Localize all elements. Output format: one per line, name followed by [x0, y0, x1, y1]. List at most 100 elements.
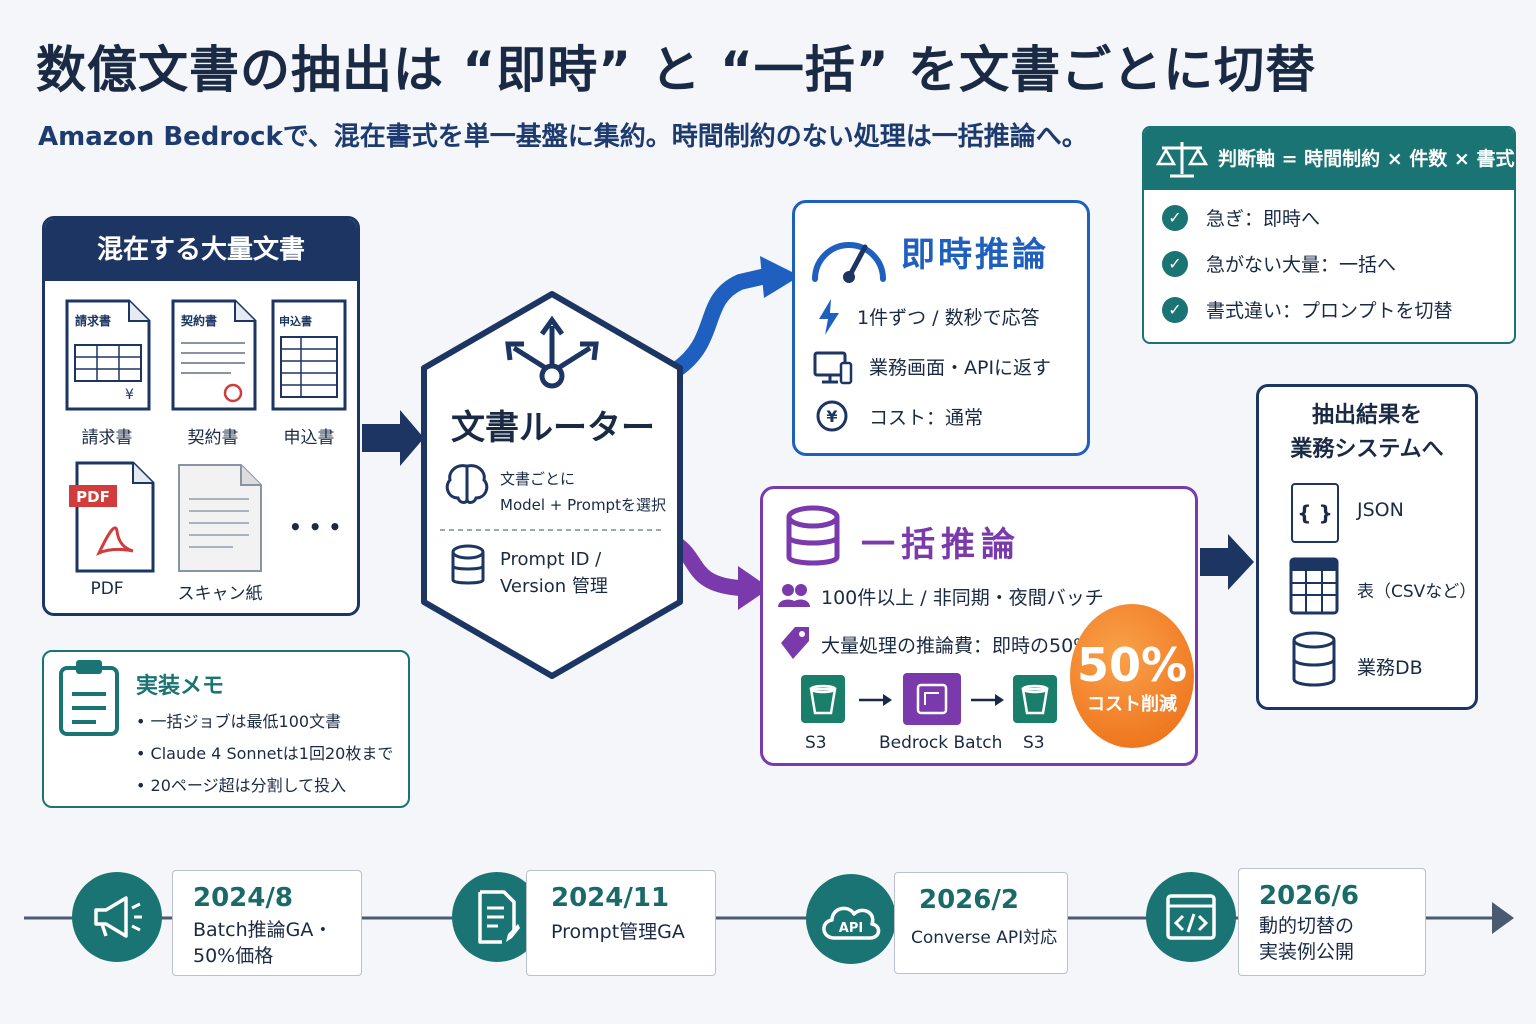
realtime-title: 即時推論: [901, 235, 1049, 275]
batch-row-cost: 大量処理の推論費：即時の50%: [821, 635, 1092, 657]
decision-item-text: 急ぎ：即時へ: [1206, 208, 1321, 230]
page-title: 数億文書の抽出は “即時” と “一括” を文書ごとに切替: [36, 41, 1317, 99]
flow-s3-destination-label: S3: [1023, 733, 1045, 753]
timeline-date: 2026/2: [919, 885, 1019, 915]
svg-text:¥: ¥: [125, 387, 134, 403]
extraction-results-panel: 抽出結果を 業務システムへ { } JSON 表（CSVなど） 業務DB: [1256, 384, 1478, 710]
mixed-documents-panel: 混在する大量文書 請求書 ¥ 請求書 契約書 契約書 申込書 申込書: [42, 216, 360, 616]
pdf-icon-label: PDF: [76, 488, 110, 506]
timeline-date: 2024/8: [193, 883, 293, 913]
table-icon: [1289, 557, 1339, 615]
timeline-text: Converse API対応: [911, 923, 1057, 948]
flow-bedrock-batch-label: Bedrock Batch: [879, 733, 1003, 753]
balance-scale-icon: [1156, 142, 1208, 178]
clipboard-icon: [59, 660, 119, 736]
s3-bucket-icon-source: [801, 675, 845, 723]
contract-icon: 契約書: [171, 299, 257, 411]
cost-reduction-text: コスト削減: [1087, 694, 1177, 715]
results-title: 抽出結果を 業務システムへ: [1259, 399, 1475, 467]
api-cloud-icon: API: [822, 906, 881, 940]
router-title: 文書ルーター: [451, 408, 655, 448]
scanned-paper-icon: [178, 464, 262, 572]
scanned-paper-label: スキャン紙: [177, 584, 263, 604]
timeline-arrowhead: [1492, 902, 1514, 934]
router-model-prompt-text: 文書ごとに Model + Promptを選択: [500, 466, 666, 518]
note-item-text: 一括ジョブは最低100文書: [150, 712, 342, 731]
results-title-line2: 業務システムへ: [1290, 437, 1444, 462]
timeline-text: Batch推論GA・ 50%価格: [193, 917, 332, 969]
decision-item-format: ✓ 書式違い：プロンプトを切替: [1162, 296, 1452, 323]
users-icon: [778, 584, 810, 607]
timeline-event-3: 2026/2 Converse API対応: [894, 872, 1068, 974]
note-item-text: 20ページ超は分割して投入: [150, 776, 347, 795]
megaphone-icon: [94, 896, 142, 938]
router-line2b: Version 管理: [500, 576, 608, 597]
brain-icon: [445, 464, 489, 504]
timeline-text: 動的切替の 実装例公開: [1259, 913, 1354, 965]
implementation-note-panel: 実装メモ • 一括ジョブは最低100文書 • Claude 4 Sonnetは1…: [42, 650, 410, 808]
invoice-icon-label: 請求書: [75, 313, 111, 328]
application-form-icon-label: 申込書: [279, 314, 312, 328]
page-subtitle: Amazon Bedrockで、混在書式を単一基盤に集約。時間制約のない処理は一…: [38, 122, 1088, 152]
router-line1a: 文書ごとに: [500, 470, 576, 488]
mixed-documents-header: 混在する大量文書: [45, 219, 357, 281]
json-icon: { }: [1291, 483, 1339, 543]
realtime-inference-panel: 即時推論 1件ずつ / 数秒で応答 業務画面・APIに返す ¥ コスト：通常: [792, 200, 1090, 456]
cost-reduction-percent: 50%: [1076, 638, 1188, 692]
decision-item-text: 急がない大量：一括へ: [1206, 254, 1397, 276]
timeline-date: 2026/6: [1259, 881, 1359, 911]
realtime-row-speed: 1件ずつ / 数秒で応答: [857, 307, 1040, 329]
timeline-icon-circle-1: [72, 872, 162, 962]
lightning-icon: [819, 299, 839, 335]
decision-item-urgent: ✓ 急ぎ：即時へ: [1162, 204, 1320, 231]
flow-arrow-1: [859, 694, 892, 706]
check-circle-icon: ✓: [1162, 250, 1188, 277]
timeline-icon-circle-3: API: [806, 874, 896, 964]
timeline-date: 2024/11: [551, 883, 670, 913]
decision-axis-header: 判断軸 = 時間制約 × 件数 × 書式: [1144, 128, 1514, 190]
flow-arrow-2: [971, 694, 1004, 706]
timeline-event-2: 2024/11 Prompt管理GA: [526, 870, 716, 976]
yen-coin-icon: ¥: [816, 400, 848, 432]
application-form-icon: 申込書: [271, 299, 347, 411]
database-stack-icon: [786, 505, 840, 566]
application-form-label: 申込書: [283, 428, 335, 448]
note-item-min-docs: • 一括ジョブは最低100文書: [136, 712, 342, 731]
pdf-label: PDF: [90, 579, 124, 599]
realtime-row-cost: コスト：通常: [869, 407, 984, 429]
timeline-line2: 実装例公開: [1259, 941, 1355, 963]
batch-row-volume: 100件以上 / 非同期・夜間バッチ: [821, 587, 1104, 609]
check-circle-icon: ✓: [1162, 204, 1188, 231]
code-window-icon: [1166, 894, 1216, 940]
price-tag-icon: [781, 627, 809, 659]
database-icon: [451, 544, 485, 585]
batch-title: 一括推論: [861, 525, 1021, 565]
svg-text:¥: ¥: [826, 407, 837, 426]
check-circle-icon: ✓: [1162, 296, 1188, 323]
decision-axis-panel: 判断軸 = 時間制約 × 件数 × 書式 ✓ 急ぎ：即時へ ✓ 急がない大量：一…: [1142, 126, 1516, 344]
router-branch-icon: [505, 316, 599, 389]
contract-icon-label: 契約書: [180, 313, 217, 328]
api-icon-text: API: [839, 921, 863, 936]
result-table-label: 表（CSVなど）: [1357, 582, 1477, 602]
router-prompt-version-text: Prompt ID / Version 管理: [500, 546, 608, 600]
more-documents-ellipsis: • • •: [289, 515, 342, 539]
speedometer-icon: [812, 242, 886, 283]
result-db-label: 業務DB: [1357, 657, 1423, 679]
document-router-hexagon: [421, 291, 683, 679]
s3-bucket-icon-destination: [1013, 675, 1057, 723]
business-db-icon: [1292, 631, 1336, 687]
result-json-label: JSON: [1357, 499, 1404, 521]
decision-item-text: 書式違い：プロンプトを切替: [1206, 300, 1453, 322]
timeline-text: Prompt管理GA: [551, 919, 685, 945]
contract-label: 契約書: [187, 428, 239, 448]
arrow-router-to-realtime: [671, 268, 768, 377]
timeline-line1: Prompt管理GA: [551, 921, 685, 943]
flow-s3-source-label: S3: [805, 733, 827, 753]
invoice-icon: 請求書 ¥: [65, 299, 151, 411]
router-line2a: Prompt ID /: [500, 549, 602, 570]
timeline-event-4: 2026/6 動的切替の 実装例公開: [1238, 868, 1426, 976]
router-line1b: Model + Promptを選択: [500, 496, 666, 514]
pdf-icon: PDF: [69, 461, 155, 573]
timeline-icon-circle-4: [1146, 872, 1236, 962]
